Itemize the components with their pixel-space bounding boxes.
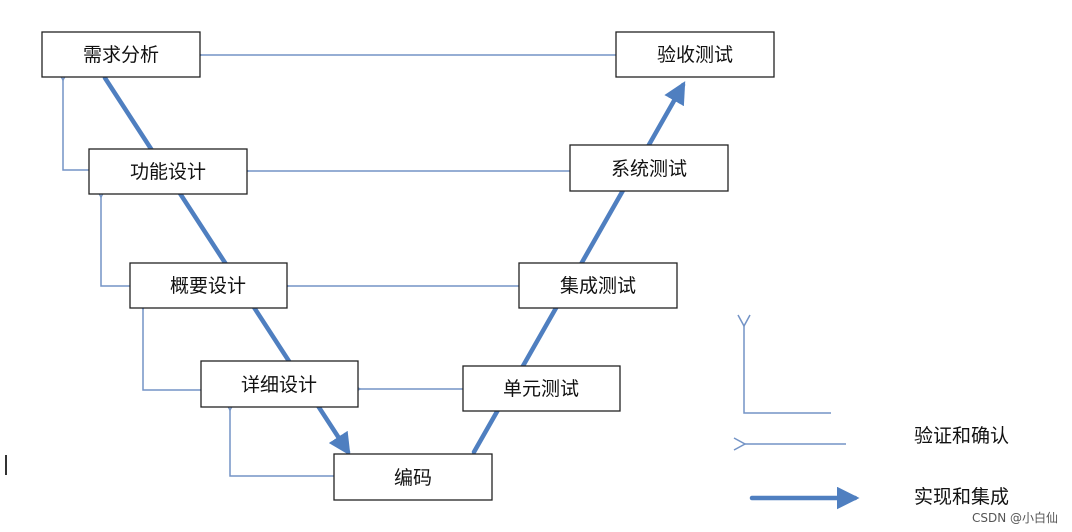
box-unit-test: 单元测试 xyxy=(462,365,621,412)
arrow-coding-to-detailed xyxy=(223,398,334,477)
box-system-test-label: 系统测试 xyxy=(611,158,687,180)
box-functional-design-label: 功能设计 xyxy=(130,161,206,183)
legend-verification-label: 验证和确认 xyxy=(914,425,1009,447)
arrow-outline-to-functional xyxy=(94,185,130,287)
arrow-detailed-to-outline xyxy=(136,297,201,391)
box-outline-design: 概要设计 xyxy=(129,262,288,309)
legend-implementation-label: 实现和集成 xyxy=(914,486,1009,508)
text-cursor-mark xyxy=(5,455,7,475)
box-coding-label: 编码 xyxy=(394,467,432,489)
box-acceptance-test: 验收测试 xyxy=(615,31,775,78)
box-integration-test: 集成测试 xyxy=(518,262,678,309)
box-requirements-label: 需求分析 xyxy=(83,44,159,66)
verification-horizontal xyxy=(189,48,616,396)
box-unit-test-label: 单元测试 xyxy=(503,378,579,400)
legend: 验证和确认 实现和集成 xyxy=(733,314,1009,510)
box-detailed-design: 详细设计 xyxy=(200,360,359,408)
arrow-functional-to-requirements xyxy=(56,68,89,171)
box-system-test: 系统测试 xyxy=(569,144,729,192)
box-integration-test-label: 集成测试 xyxy=(560,275,636,297)
box-outline-design-label: 概要设计 xyxy=(170,275,246,297)
box-acceptance-test-label: 验收测试 xyxy=(657,44,733,66)
box-coding: 编码 xyxy=(333,453,493,501)
box-functional-design: 功能设计 xyxy=(88,148,248,195)
watermark: CSDN @小白仙 xyxy=(971,511,1058,525)
box-detailed-design-label: 详细设计 xyxy=(241,374,317,396)
verification-feedback xyxy=(56,68,334,477)
box-requirements: 需求分析 xyxy=(41,31,201,78)
legend-feedback-arrow xyxy=(737,314,831,414)
